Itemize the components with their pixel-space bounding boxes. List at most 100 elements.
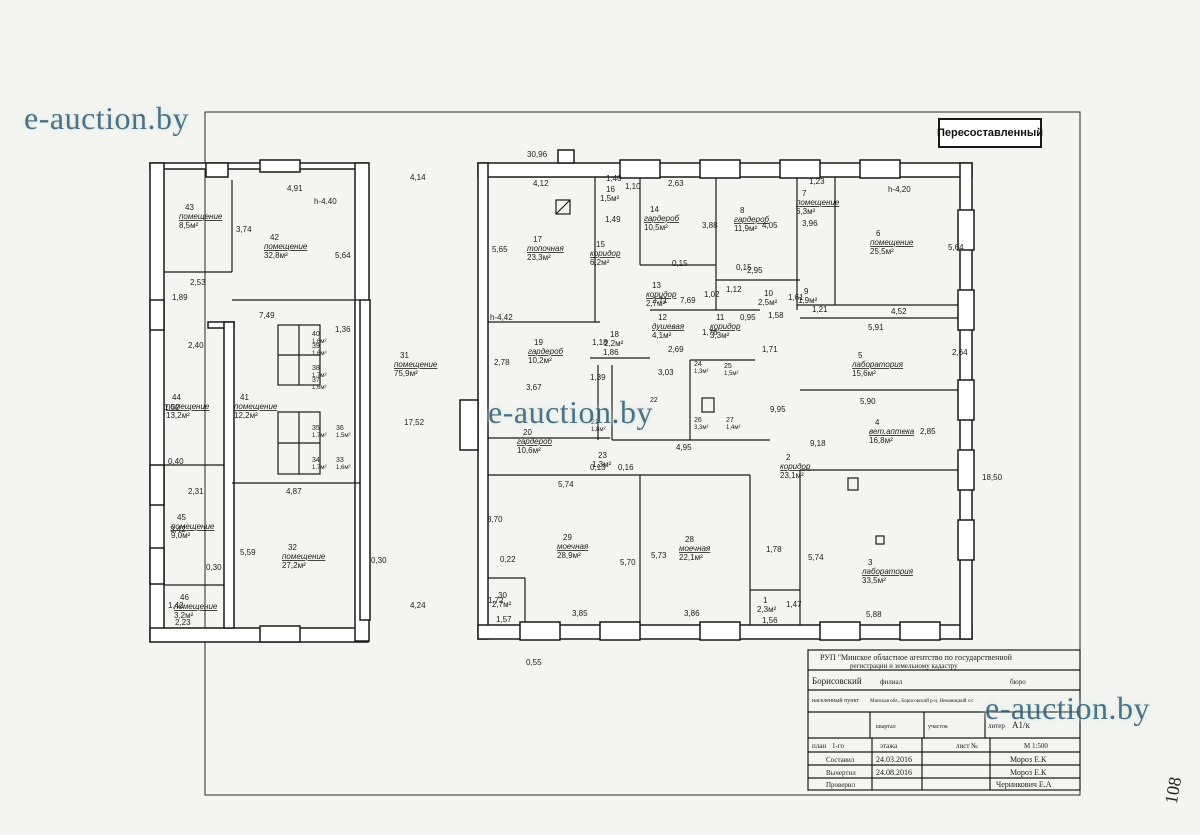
dimension-label: 5,90 [860,397,876,406]
left-building-walls [149,162,371,643]
dimension-label: 7,69 [680,296,696,305]
small-room-number: 26 [694,417,702,424]
dimension-label: 3,42 [170,525,186,534]
dimension-label: 3,74 [236,225,252,234]
dimension-label: 0,30 [371,556,387,565]
room-number: 4 [875,418,880,427]
stamp-label: Пересоставленный [937,118,1043,148]
room-name: коридор [590,249,621,258]
room-area: 15,6м² [852,369,876,378]
dimension-label: 4,87 [286,487,302,496]
dimension-label: 5,74 [558,480,574,489]
dimension-label: 2,85 [920,427,936,436]
dimension-label: 3,03 [658,368,674,377]
room-name: помещение [166,402,210,411]
room-area: 32,8м² [264,251,288,260]
room-number: 12 [658,313,667,322]
room-name: помещение [796,198,840,207]
dimension-label: 18,50 [982,473,1003,482]
dimension-label: 0,15 [736,263,752,272]
tb-plan-value: 1-го [832,742,845,750]
dimension-label: 2,53 [190,278,206,287]
dimension-label: 0,13 [590,463,606,472]
dimension-label: 2,78 [494,358,510,367]
dimension-label: 2,69 [668,345,684,354]
room-number: 6 [876,229,881,238]
dimension-label: 1,58 [768,311,784,320]
room-labels: 43помещение8,5м²42помещение32,8м²44помещ… [166,185,915,620]
dimension-label: 1,72 [488,596,504,605]
dimension-label: 9,95 [770,405,786,414]
dimension-label: 1,61 [788,293,804,302]
dimension-label: 1,42 [168,601,184,610]
room-number: 2 [786,453,791,462]
room-name: помещение [870,238,914,247]
room-area: 6,2м² [590,258,610,267]
small-room-area: 1,8м² [591,427,605,433]
room-name: помещение [282,552,326,561]
room-number: 46 [180,593,189,602]
dimension-label: 3,85 [572,609,588,618]
room-number: 7 [802,189,807,198]
room-number: 43 [185,203,194,212]
dimension-label: 4,91 [287,184,303,193]
dimension-label: 1,56 [762,616,778,625]
dimension-label: h-4,20 [888,185,911,194]
room-10: 102,5м² [758,289,778,307]
tb-compiled-name: Мороз Е.К [1010,755,1047,764]
dimension-label: h-4.40 [314,197,337,206]
room-area: 22,1м² [679,553,703,562]
dimension-label: 5,91 [868,323,884,332]
dimension-label: 0,40 [168,457,184,466]
dimension-label: 1,23 [809,177,825,186]
small-room-number: 22 [650,397,658,404]
tb-sheet-label: лист № [956,742,978,750]
room-area: 1,3м² [592,460,612,469]
small-room-area: 3,3м² [694,425,708,431]
small-room-number: 25 [724,363,732,370]
tb-checked-label: Проверил [826,781,856,789]
dimension-label: 1,76 [702,328,718,337]
room-area: 2,2м² [604,339,624,348]
small-room-area: 1,7м² [312,433,326,439]
room-area: 2,5м² [758,298,778,307]
room-name: помещение [174,602,218,611]
room-area: 33,5м² [862,576,886,585]
dimension-label: 1,39 [590,373,606,382]
room-number: 5 [858,351,863,360]
small-room-area: 1,5м² [336,433,350,439]
room-area: 4,1м² [652,331,672,340]
dimension-label: 5,59 [240,548,256,557]
room-1: 12,3м² [757,596,777,614]
tb-block-label: квартал [876,724,896,730]
room-name: коридор [780,462,811,471]
small-room-39: 391,6м² [312,343,326,357]
tb-plot-label: участок [928,724,948,730]
room-name: гардероб [528,347,564,356]
small-room-number: 24 [694,361,702,368]
dimension-label: 1,02 [704,290,720,299]
dimension-label: 0,55 [526,658,542,667]
small-room-area: 1,4м² [726,425,740,431]
room-number: 18 [610,330,619,339]
dimension-label: 3,70 [487,515,503,524]
dimension-label: 4,05 [762,221,778,230]
dimension-label: 2,63 [668,179,684,188]
small-room-number: 33 [336,457,344,464]
small-room-area: 1,6м² [312,385,326,391]
small-room-36: 361,5м² [336,425,350,439]
room-number: 23 [598,451,607,460]
small-room-number: 38 [312,365,320,372]
dimension-label: 4,52 [891,307,907,316]
small-room-number: 35 [312,425,320,432]
small-room-area: 1,7м² [312,465,326,471]
room-18: 182,2м² [604,330,624,348]
room-name: помещение [264,242,308,251]
